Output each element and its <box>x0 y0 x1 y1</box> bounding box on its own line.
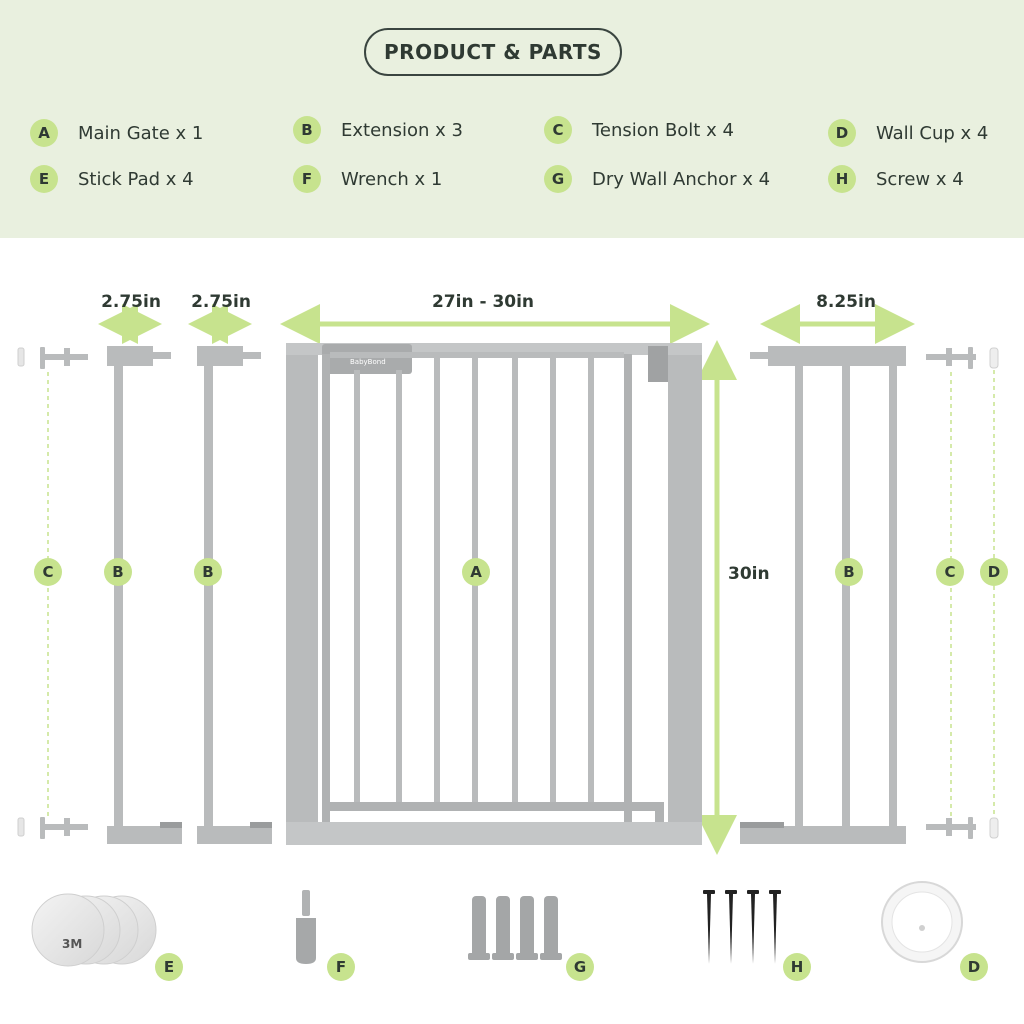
badge-screws: H <box>783 953 811 981</box>
badge-tension-bolt-right: C <box>936 558 964 586</box>
part-badge: F <box>293 165 321 193</box>
part-item-stick-pad: E Stick Pad x 4 <box>30 164 194 194</box>
part-item-dry-wall-anchor: G Dry Wall Anchor x 4 <box>544 164 770 194</box>
extension-small-1 <box>107 346 182 844</box>
part-item-tension-bolt: C Tension Bolt x 4 <box>544 115 734 145</box>
badge-stick-pads: E <box>155 953 183 981</box>
part-badge: B <box>293 116 321 144</box>
anchors-illustration <box>468 896 562 960</box>
part-item-wrench: F Wrench x 1 <box>293 164 442 194</box>
part-badge: A <box>30 119 58 147</box>
part-badge: E <box>30 165 58 193</box>
page-title: PRODUCT & PARTS <box>364 28 622 76</box>
dimension-arrows <box>98 304 915 855</box>
extension-small-2 <box>197 346 272 844</box>
badge-main-gate: A <box>462 558 490 586</box>
part-item-wall-cup: D Wall Cup x 4 <box>828 118 988 148</box>
part-label: Main Gate x 1 <box>78 122 204 144</box>
extension-large <box>740 346 906 844</box>
part-label: Tension Bolt x 4 <box>592 119 734 141</box>
stick-pad-brand: 3M <box>62 937 82 951</box>
guide-lines <box>47 362 995 822</box>
part-badge: D <box>828 119 856 147</box>
tension-bolt-right <box>926 347 976 839</box>
part-item-extension: B Extension x 3 <box>293 115 463 145</box>
main-gate: BabyBond <box>286 343 702 845</box>
dimension-gate-width: 27in - 30in <box>431 292 535 312</box>
part-label: Wrench x 1 <box>341 168 443 190</box>
dimension-extension-small-1: 2.75in <box>101 292 161 312</box>
part-label: Extension x 3 <box>341 119 463 141</box>
badge-wall-cup: D <box>960 953 988 981</box>
badge-extension-2: B <box>194 558 222 586</box>
badge-wall-cup-right: D <box>980 558 1008 586</box>
badge-anchors: G <box>566 953 594 981</box>
wall-cup-illustration <box>881 881 963 963</box>
part-label: Screw x 4 <box>876 168 964 190</box>
screws-illustration <box>703 890 781 964</box>
badge-extension-1: B <box>104 558 132 586</box>
part-badge: G <box>544 165 572 193</box>
part-item-main-gate: A Main Gate x 1 <box>30 118 203 148</box>
gate-brand-logo: BabyBond <box>350 358 386 366</box>
part-item-screw: H Screw x 4 <box>828 164 964 194</box>
badge-tension-bolt-left: C <box>34 558 62 586</box>
tension-bolt-left <box>17 347 88 839</box>
wrench-illustration <box>296 890 316 964</box>
part-label: Wall Cup x 4 <box>876 122 989 144</box>
stick-pads-illustration: 3M <box>31 893 157 967</box>
wall-cup-right <box>989 347 999 839</box>
badge-extension-3: B <box>835 558 863 586</box>
badge-wrench: F <box>327 953 355 981</box>
dimension-extension-large: 8.25in <box>816 292 876 312</box>
dimension-extension-small-2: 2.75in <box>191 292 251 312</box>
part-label: Stick Pad x 4 <box>78 168 194 190</box>
dimension-gate-height: 30in <box>728 564 770 584</box>
part-badge: H <box>828 165 856 193</box>
part-badge: C <box>544 116 572 144</box>
parts-header: PRODUCT & PARTS A Main Gate x 1 B Extens… <box>0 0 1024 238</box>
part-label: Dry Wall Anchor x 4 <box>592 168 771 190</box>
